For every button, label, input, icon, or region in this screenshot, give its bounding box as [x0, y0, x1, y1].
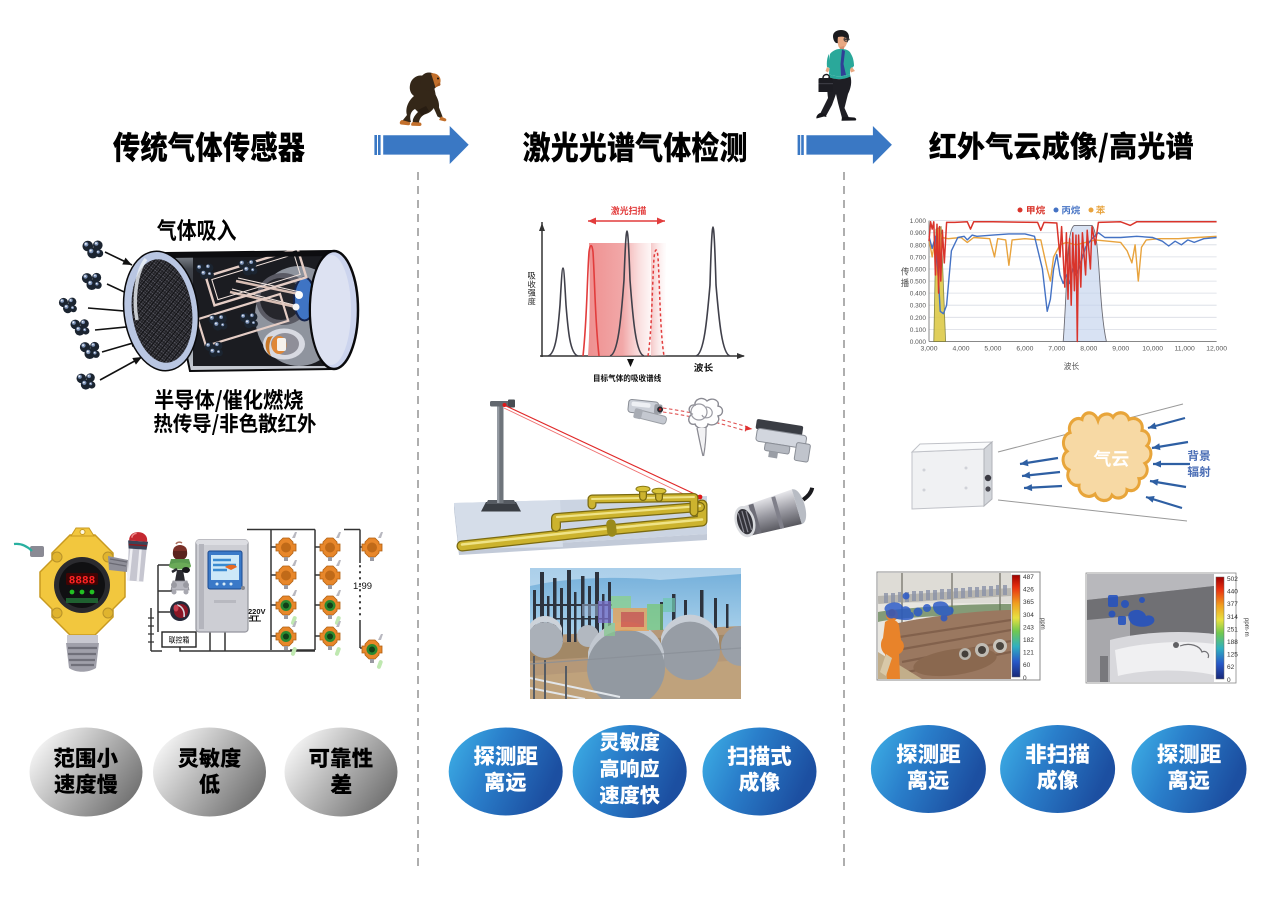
svg-text:220V: 220V: [248, 607, 266, 616]
svg-text:0.000: 0.000: [910, 339, 927, 346]
svg-text:365: 365: [1023, 599, 1034, 606]
svg-text:0: 0: [1227, 677, 1231, 684]
svg-text:0.400: 0.400: [910, 291, 927, 298]
svg-text:121: 121: [1023, 650, 1034, 657]
svg-text:10,000: 10,000: [1142, 346, 1163, 353]
svg-text:125: 125: [1227, 652, 1238, 659]
svg-text:243: 243: [1023, 624, 1034, 631]
svg-text:4,000: 4,000: [952, 346, 969, 353]
svg-text:7,000: 7,000: [1048, 346, 1065, 353]
svg-text:0: 0: [1023, 675, 1027, 682]
svg-text:62: 62: [1227, 664, 1235, 671]
svg-text:5,000: 5,000: [984, 346, 1001, 353]
svg-text:487: 487: [1023, 574, 1034, 581]
svg-text:304: 304: [1023, 612, 1034, 619]
svg-text:0.600: 0.600: [910, 267, 927, 274]
svg-text:60: 60: [1023, 662, 1031, 669]
svg-text:0.500: 0.500: [910, 279, 927, 286]
svg-text:6,000: 6,000: [1016, 346, 1033, 353]
svg-text:314: 314: [1227, 614, 1238, 621]
svg-text:8888: 8888: [69, 576, 96, 588]
svg-text:440: 440: [1227, 589, 1238, 596]
svg-text:426: 426: [1023, 587, 1034, 594]
svg-text:12,000: 12,000: [1206, 346, 1227, 353]
svg-text:11,000: 11,000: [1174, 346, 1195, 353]
svg-text:0.800: 0.800: [910, 242, 927, 249]
svg-text:1.000: 1.000: [910, 218, 927, 225]
svg-text:0.100: 0.100: [910, 327, 927, 334]
svg-text:251: 251: [1227, 626, 1238, 633]
svg-text:377: 377: [1227, 601, 1238, 608]
svg-text:3,000: 3,000: [920, 346, 937, 353]
svg-text:ppm·m: ppm·m: [1243, 618, 1249, 637]
svg-text:182: 182: [1023, 637, 1034, 644]
svg-text:8,000: 8,000: [1080, 346, 1097, 353]
svg-text:0.300: 0.300: [910, 303, 927, 310]
svg-text:ppm: ppm: [1039, 618, 1045, 630]
svg-text:0.700: 0.700: [910, 254, 927, 261]
svg-text:9,000: 9,000: [1112, 346, 1129, 353]
svg-text:502: 502: [1227, 576, 1238, 583]
svg-text:1-99: 1-99: [353, 581, 372, 592]
svg-text:0.900: 0.900: [910, 230, 927, 237]
svg-text:0.200: 0.200: [910, 315, 927, 322]
svg-text:188: 188: [1227, 639, 1238, 646]
